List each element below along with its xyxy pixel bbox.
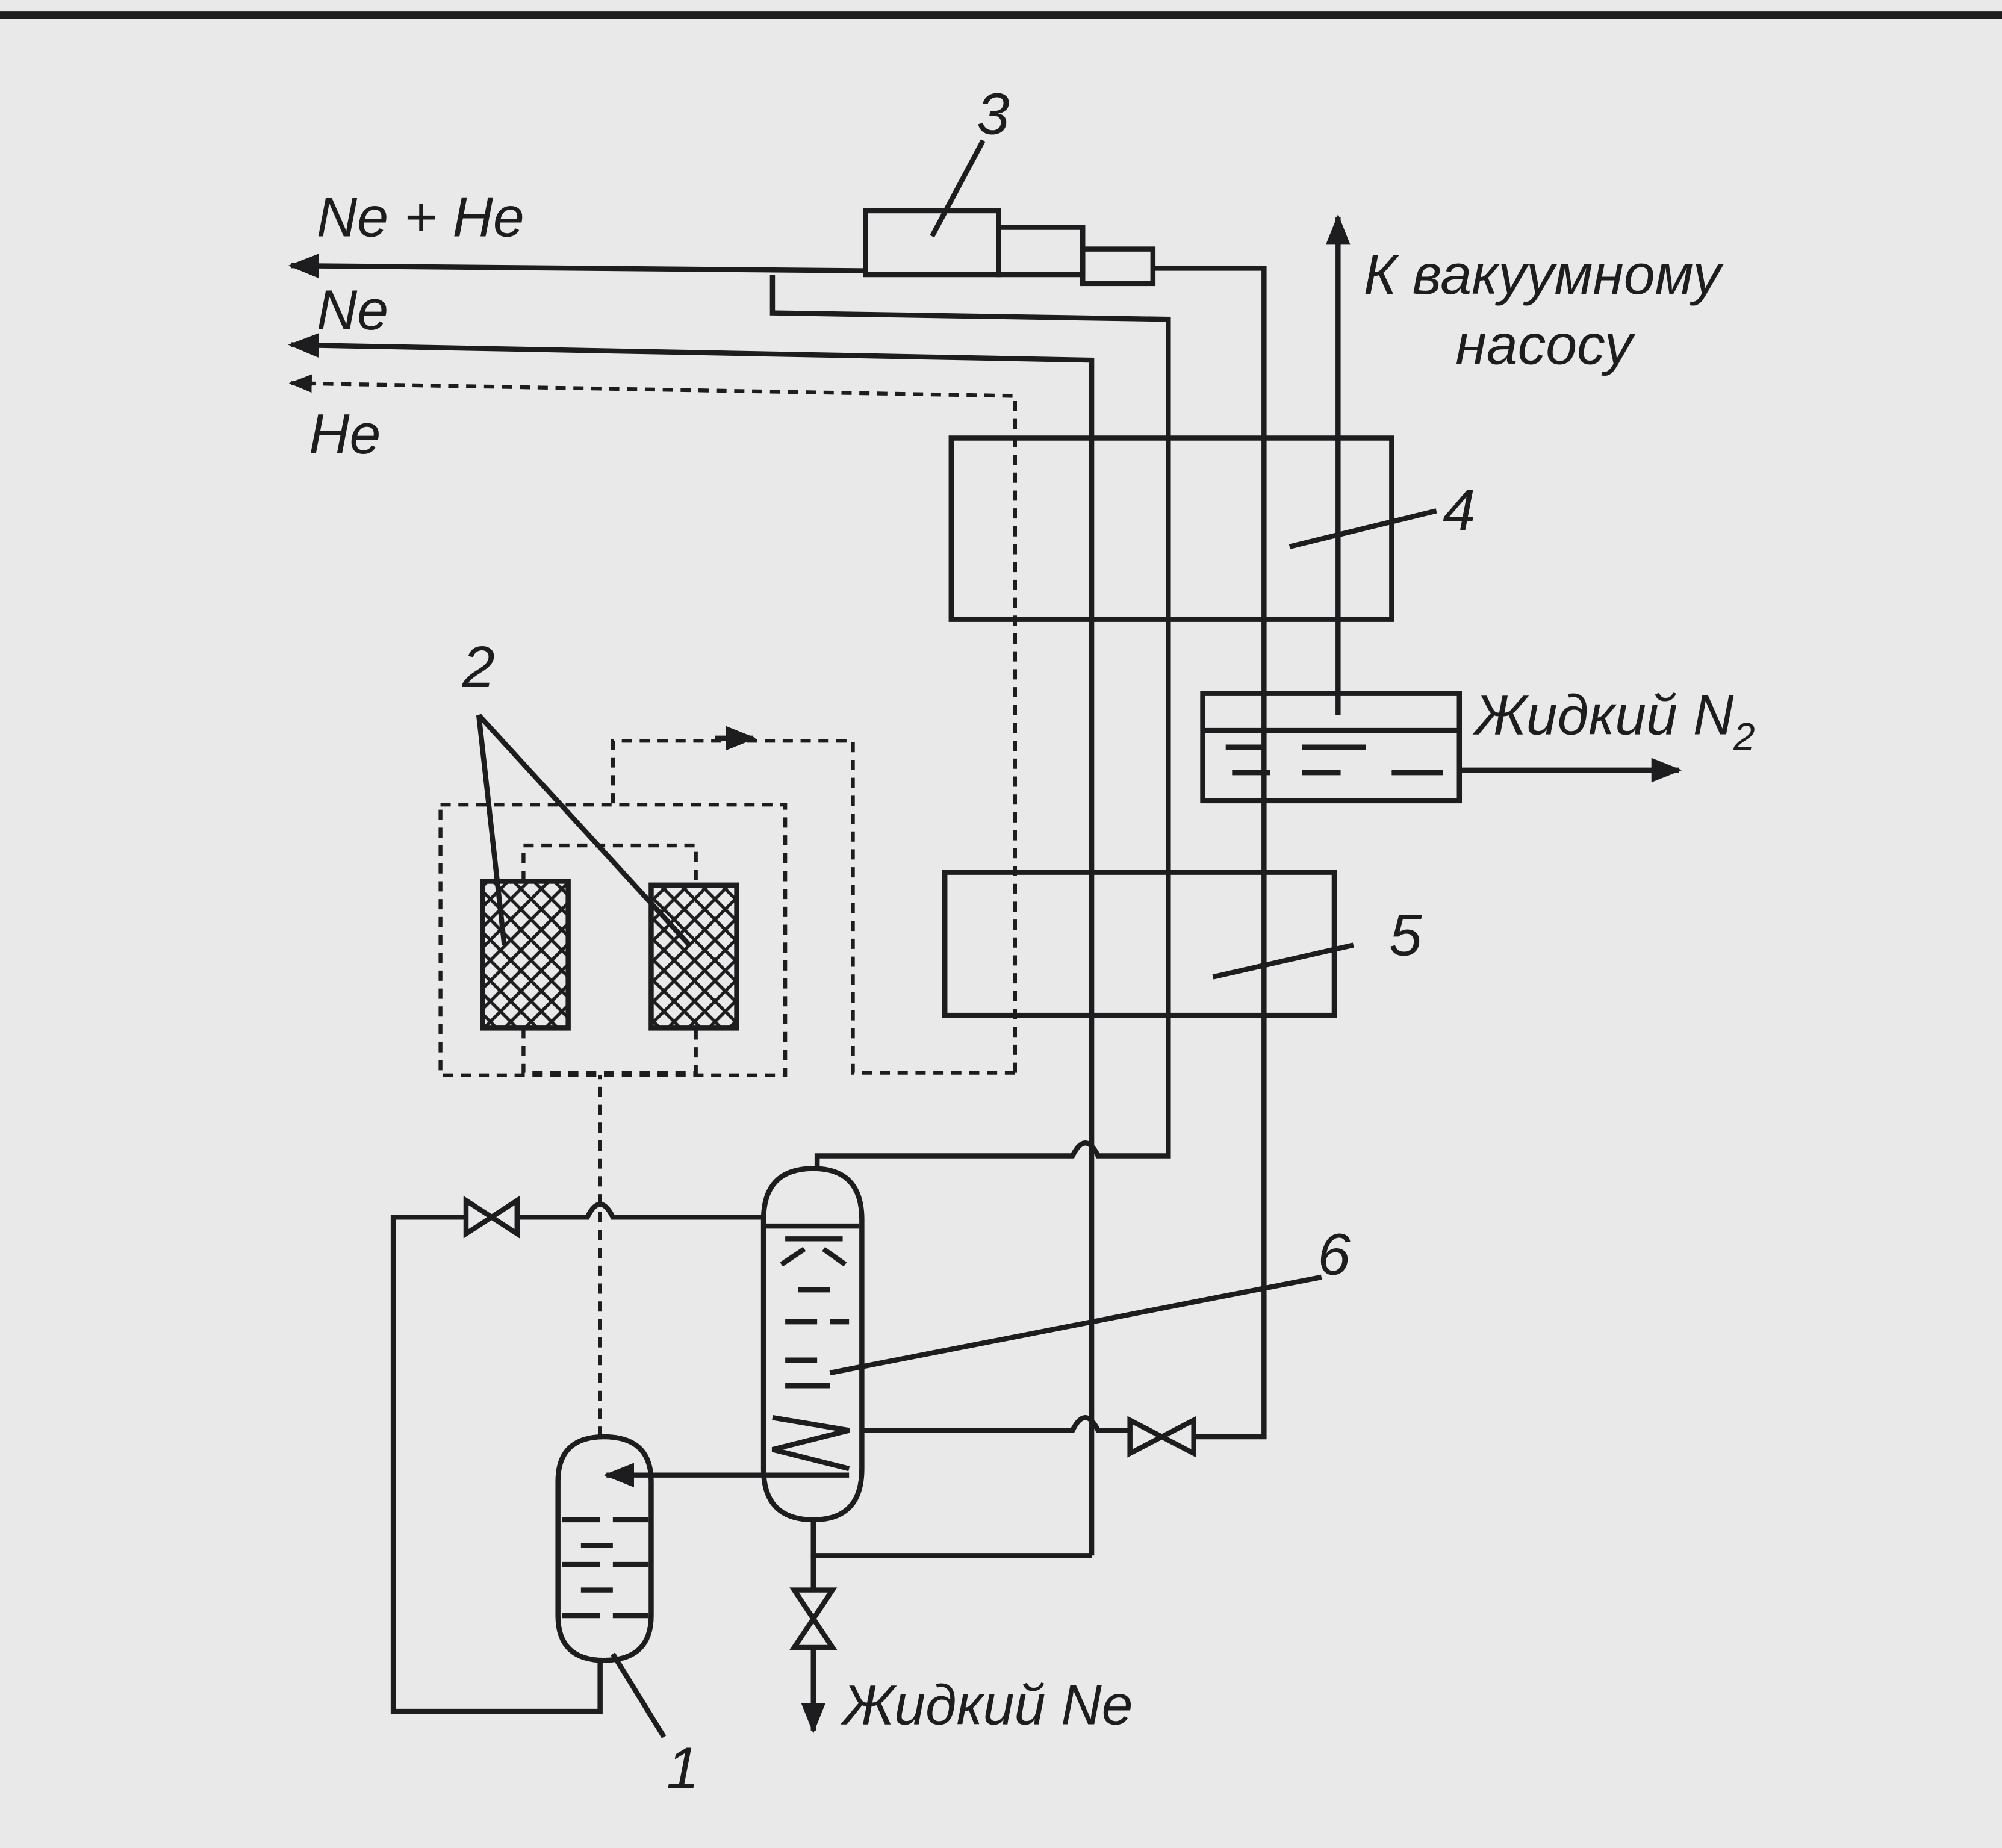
callout-2: 2: [462, 634, 495, 700]
callout-6: 6: [1317, 1222, 1351, 1287]
recycle-line: [390, 1215, 603, 1714]
label-ne: Ne: [317, 279, 388, 341]
callout-leader-3: [930, 139, 986, 238]
purifier-3: [863, 208, 1001, 278]
heat-exchanger-5: [942, 870, 1337, 1018]
valve-icon[interactable]: [1127, 1416, 1196, 1458]
valve-icon[interactable]: [463, 1195, 520, 1239]
label-vacuum-2: насосу: [1455, 313, 1635, 376]
label-ne-he: Ne + He: [317, 185, 524, 248]
purifier-3-stage2: [996, 225, 1086, 278]
liquid-n2-bath: [1200, 691, 1682, 804]
callout-1: 1: [667, 1735, 699, 1800]
reflux-line: [517, 1202, 766, 1220]
heat-exchanger-4: [948, 435, 1394, 622]
label-he: He: [309, 403, 381, 465]
callout-leader-5: [1212, 942, 1354, 980]
purifier-3-stage3: [1080, 246, 1156, 287]
he-line: [288, 374, 1018, 1437]
callout-leader-1: [611, 1652, 667, 1738]
adsorber-2a: [480, 879, 571, 1031]
callout-4: 4: [1443, 477, 1475, 543]
callout-leader-2: [476, 713, 692, 947]
callout-leader-6: [829, 1274, 1322, 1376]
valve-icon[interactable]: [789, 1587, 838, 1650]
callout-5: 5: [1389, 902, 1422, 968]
label-vacuum-1: К вакуумному: [1364, 243, 1724, 306]
callout-3: 3: [977, 81, 1009, 147]
vessel-1: [555, 1434, 667, 1738]
callout-leader-4: [1289, 508, 1437, 549]
ne-he-line: [288, 139, 1267, 1440]
adsorber-enclosure: [438, 803, 788, 1078]
label-liquid-n2: Жидкий N2: [1472, 684, 1755, 758]
column-6: [760, 1166, 1322, 1523]
adsorber-2b: [648, 882, 739, 1031]
label-liquid-ne: Жидкий Ne: [841, 1673, 1133, 1736]
